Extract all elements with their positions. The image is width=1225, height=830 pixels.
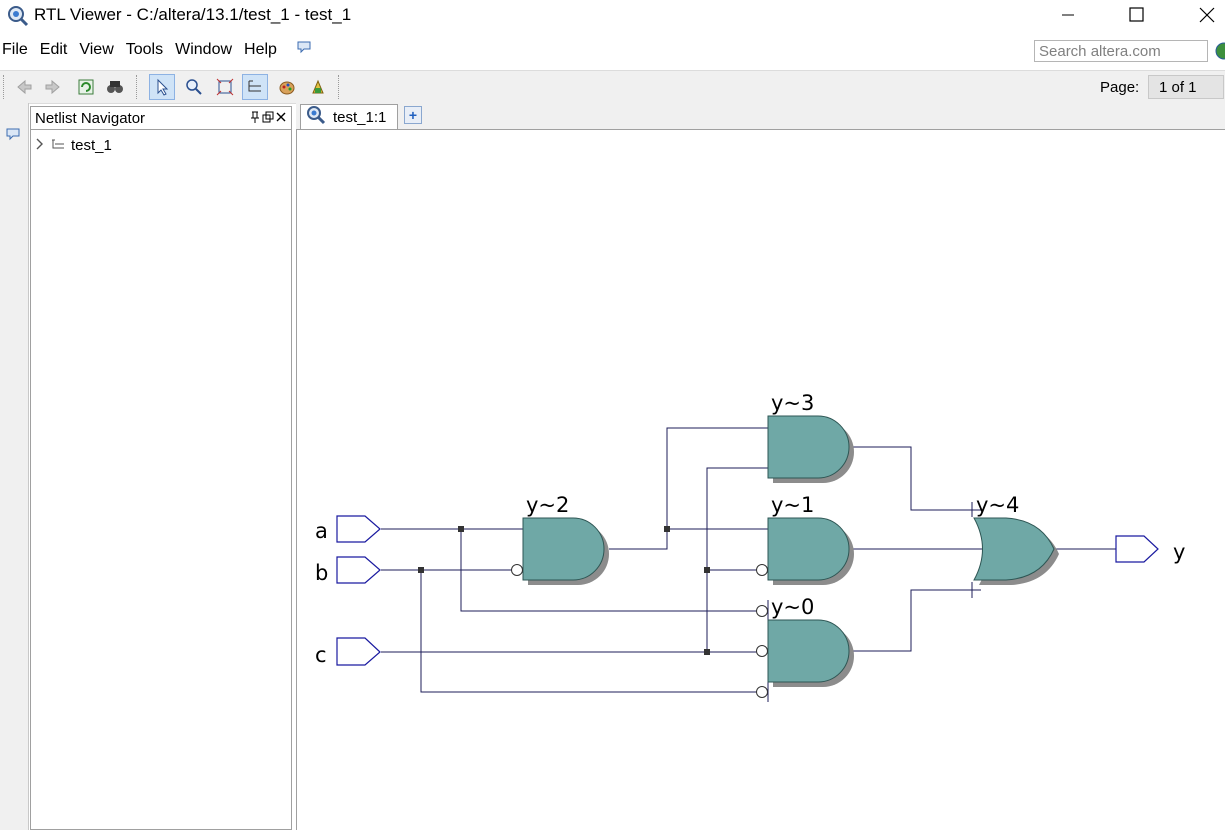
and-gate-y3[interactable]: y~3: [767, 391, 854, 483]
wire: [460, 529, 758, 612]
rtl-viewer-icon: [305, 105, 327, 129]
float-icon[interactable]: [262, 110, 274, 129]
tab-test-1-1[interactable]: test_1:1: [300, 104, 398, 129]
tab-strip: test_1:1 +: [296, 103, 1225, 130]
panel-title: Netlist Navigator: [35, 110, 146, 127]
add-tab-button[interactable]: +: [404, 106, 422, 124]
feedback-icon[interactable]: [287, 36, 317, 63]
app-icon: [6, 4, 30, 33]
toolbar-separator: [338, 75, 341, 99]
junctions: [418, 526, 710, 655]
wire: [609, 528, 768, 550]
highlight-icon[interactable]: [305, 74, 331, 100]
inverter-bubble: [756, 605, 768, 617]
fit-window-icon[interactable]: [212, 74, 238, 100]
junction: [704, 649, 710, 655]
junction: [704, 567, 710, 573]
color-settings-icon[interactable]: [274, 74, 300, 100]
inverter-bubble: [756, 564, 768, 576]
selection-tool-icon[interactable]: [149, 74, 175, 100]
gate-label: y~0: [771, 595, 814, 619]
minimize-button[interactable]: [1045, 0, 1091, 30]
junction: [458, 526, 464, 532]
gate-body: [767, 415, 850, 479]
gate-body: [973, 517, 1055, 581]
menu-help[interactable]: Help: [244, 41, 277, 58]
gate-label: y~1: [771, 493, 814, 517]
and-gate-y1[interactable]: y~1: [756, 493, 855, 585]
and-gate-y0[interactable]: y~0: [756, 595, 855, 698]
port-label: b: [315, 561, 328, 585]
tree-item-label: test_1: [71, 137, 112, 154]
panel-header: Netlist Navigator: [31, 107, 291, 130]
input-port-c[interactable]: c: [315, 637, 381, 667]
toolbar-separator: [136, 75, 139, 99]
schematic-canvas[interactable]: a b c y y~3 y~2: [296, 130, 1225, 830]
netlist-navigator-icon[interactable]: [242, 74, 268, 100]
menu-file[interactable]: File: [2, 41, 28, 58]
schematic-diagram: a b c y y~3 y~2: [315, 391, 1185, 702]
menu-view[interactable]: View: [79, 41, 114, 58]
output-port-y[interactable]: y: [1115, 535, 1185, 564]
port-label: c: [315, 643, 327, 667]
port-label: a: [315, 519, 328, 543]
gate-body: [767, 517, 850, 581]
zoom-tool-icon[interactable]: [181, 74, 207, 100]
wire: [420, 570, 758, 693]
and-gate-y2[interactable]: y~2: [511, 493, 610, 585]
messages-icon[interactable]: [6, 127, 20, 146]
input-port-a[interactable]: a: [315, 515, 381, 543]
input-port-b[interactable]: b: [315, 556, 381, 585]
tab-label: test_1:1: [333, 108, 387, 126]
port-label: y: [1173, 540, 1185, 564]
menu-bar: File Edit View Tools Window Help: [0, 36, 317, 64]
globe-icon[interactable]: [1214, 42, 1225, 65]
netlist-navigator-panel: Netlist Navigator test_1: [30, 106, 292, 830]
gate-label: y~2: [526, 493, 569, 517]
or-gate-y4[interactable]: y~4: [973, 493, 1059, 585]
toolbar: Page: 1 of 1: [0, 70, 1225, 104]
inverter-bubble: [756, 686, 768, 698]
title-bar: RTL Viewer - C:/altera/13.1/test_1 - tes…: [0, 0, 1225, 32]
tree-item[interactable]: test_1: [35, 137, 112, 154]
junction: [664, 526, 670, 532]
refresh-icon[interactable]: [73, 74, 99, 100]
page-selector[interactable]: 1 of 1: [1148, 75, 1224, 99]
chevron-right-icon[interactable]: [35, 137, 45, 154]
menu-edit[interactable]: Edit: [39, 41, 68, 58]
gate-label: y~4: [976, 493, 1019, 517]
dock-strip: [0, 103, 29, 830]
menu-window[interactable]: Window: [175, 41, 233, 58]
search-input[interactable]: [1034, 40, 1208, 62]
inverter-bubble: [511, 564, 523, 576]
wire: [853, 446, 981, 511]
menu-tools[interactable]: Tools: [125, 41, 164, 58]
window-title: RTL Viewer - C:/altera/13.1/test_1 - tes…: [34, 5, 352, 24]
wire: [666, 427, 768, 529]
wires: [381, 427, 1116, 702]
close-button[interactable]: [1184, 0, 1225, 30]
wire: [853, 589, 981, 652]
back-icon[interactable]: [11, 74, 37, 100]
forward-icon[interactable]: [40, 74, 66, 100]
gate-body: [522, 517, 605, 581]
wire: [706, 467, 768, 652]
toolbar-grip: [3, 75, 6, 99]
hierarchy-icon: [51, 137, 65, 154]
junction: [418, 567, 424, 573]
gate-body: [767, 619, 850, 683]
gate-label: y~3: [771, 391, 814, 415]
maximize-button[interactable]: [1114, 0, 1160, 30]
pin-icon[interactable]: [249, 110, 261, 129]
close-icon[interactable]: [275, 110, 287, 129]
find-icon[interactable]: [102, 74, 128, 100]
page-label: Page:: [1100, 79, 1140, 96]
inverter-bubble: [756, 645, 768, 657]
